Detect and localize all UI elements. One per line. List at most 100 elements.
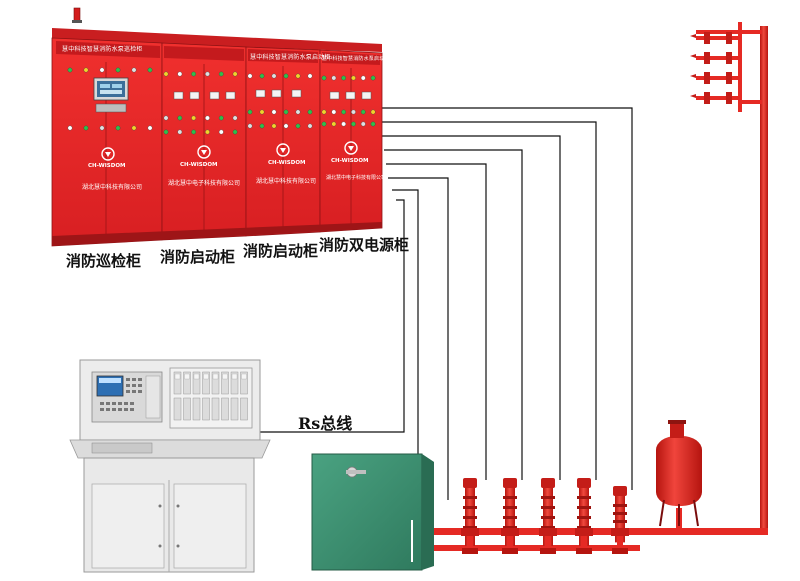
wire-8: [260, 199, 405, 433]
alarm-module: [240, 371, 248, 395]
indicator-light: [295, 73, 301, 79]
panel-meter: [173, 91, 184, 100]
alarm-module: [211, 397, 220, 421]
fire-pump: [575, 478, 593, 554]
indicator-light: [321, 109, 327, 115]
branch-outlet-4: [696, 96, 742, 100]
indicator-light: [331, 109, 337, 115]
indicator-light: [370, 109, 376, 115]
indicator-light: [131, 125, 137, 131]
label-dual-power-cabinet: 消防双电源柜: [319, 236, 410, 254]
alarm-module: [192, 371, 201, 395]
fire-pump: [539, 478, 557, 554]
indicator-light: [205, 71, 210, 77]
indicator-light: [218, 115, 224, 121]
indicator-light: [351, 109, 356, 115]
signal-wires: [260, 107, 633, 500]
alarm-module: [202, 397, 210, 421]
label-patrol-cabinet: 消防巡检柜: [66, 252, 142, 270]
panel-meter: [329, 91, 340, 100]
wire-2: [380, 121, 597, 480]
branch-outlet-1: [696, 36, 742, 40]
main-header-pipe: [420, 528, 768, 535]
indicator-light: [115, 125, 121, 131]
riser-pipe: [760, 26, 768, 534]
indicator-light: [83, 67, 89, 73]
alarm-module: [221, 397, 229, 421]
label-start-cabinet-1: 消防启动柜: [160, 248, 236, 266]
company-text-4: 湖北慧中电子科技有限公司: [326, 175, 387, 181]
indicator-light: [147, 125, 153, 131]
alarm-module: [211, 371, 220, 395]
indicator-light: [83, 125, 89, 131]
indicator-light: [295, 123, 301, 129]
company-text-3: 湖北慧中科技有限公司: [256, 178, 317, 185]
indicator-light: [360, 109, 366, 115]
alarm-module: [230, 397, 239, 421]
fire-pipe-network: [420, 22, 768, 551]
indicator-light: [321, 75, 327, 81]
brand-logo-icon: [197, 145, 211, 159]
indicator-light: [321, 121, 327, 127]
console-door-right: [173, 483, 247, 569]
panel-meter: [255, 89, 266, 98]
panel-meters: [173, 89, 372, 100]
wire-6: [388, 177, 449, 500]
indicator-light: [147, 67, 153, 73]
indicator-light: [191, 115, 197, 121]
fire-pump: [461, 478, 479, 554]
indicator-light: [232, 71, 238, 77]
brand-text-2: CH-WISDOM: [180, 162, 218, 168]
fire-pump: [501, 478, 519, 554]
branch-outlet-2: [696, 56, 742, 60]
indicator-light: [247, 109, 253, 115]
indicator-light: [295, 109, 301, 115]
brand-logo-icon: [344, 141, 358, 155]
indicator-light: [232, 115, 238, 121]
indicator-light: [177, 129, 183, 135]
brand-logos: [101, 141, 358, 161]
fire-pump: [611, 486, 629, 554]
label-start-cabinet-2: 消防启动柜: [243, 242, 319, 260]
indicator-light: [360, 75, 366, 81]
indicator-light: [307, 109, 313, 115]
panel-title-3: 慧中科技智慧消防水泵启动柜: [250, 54, 331, 61]
water-tank: [311, 453, 434, 571]
indicator-light: [247, 123, 253, 129]
indicator-light: [259, 73, 265, 79]
indicator-light: [331, 75, 337, 81]
panel-meter: [361, 91, 372, 100]
indicator-light: [131, 67, 137, 73]
brand-text-4: CH-WISDOM: [331, 158, 369, 164]
indicator-light: [232, 129, 238, 135]
indicator-light: [191, 71, 197, 77]
panel-meter: [189, 91, 200, 100]
alarm-module: [173, 371, 182, 395]
indicator-light: [370, 121, 376, 127]
panel-title-4: 慧中科技智慧消防水泵启动柜: [322, 56, 390, 62]
indicator-light: [205, 115, 210, 121]
indicator-light: [259, 123, 265, 129]
indicator-light: [341, 109, 347, 115]
panel-title-1: 慧中科技智慧消防水泵巡检柜: [62, 46, 143, 53]
alarm-module: [202, 371, 210, 395]
indicator-light: [99, 125, 105, 131]
panel-meter: [209, 91, 220, 100]
indicator-light: [341, 121, 347, 127]
alarm-module: [221, 371, 229, 395]
branch-outlet-3: [696, 76, 742, 80]
indicator-light: [247, 73, 253, 79]
brand-text-1: CH-WISDOM: [88, 163, 126, 169]
indicator-light: [205, 129, 210, 135]
indicator-light: [307, 73, 313, 79]
indicator-light: [67, 125, 73, 131]
panel-meter: [291, 89, 302, 98]
indicator-light: [283, 73, 289, 79]
company-text-1: 湖北慧中科技有限公司: [82, 184, 143, 191]
indicator-lights: [67, 67, 376, 135]
company-text-2: 湖北慧中电子科技有限公司: [168, 180, 241, 187]
alarm-module: [183, 371, 191, 395]
alarm-module: [230, 371, 239, 395]
indicator-light: [218, 129, 224, 135]
